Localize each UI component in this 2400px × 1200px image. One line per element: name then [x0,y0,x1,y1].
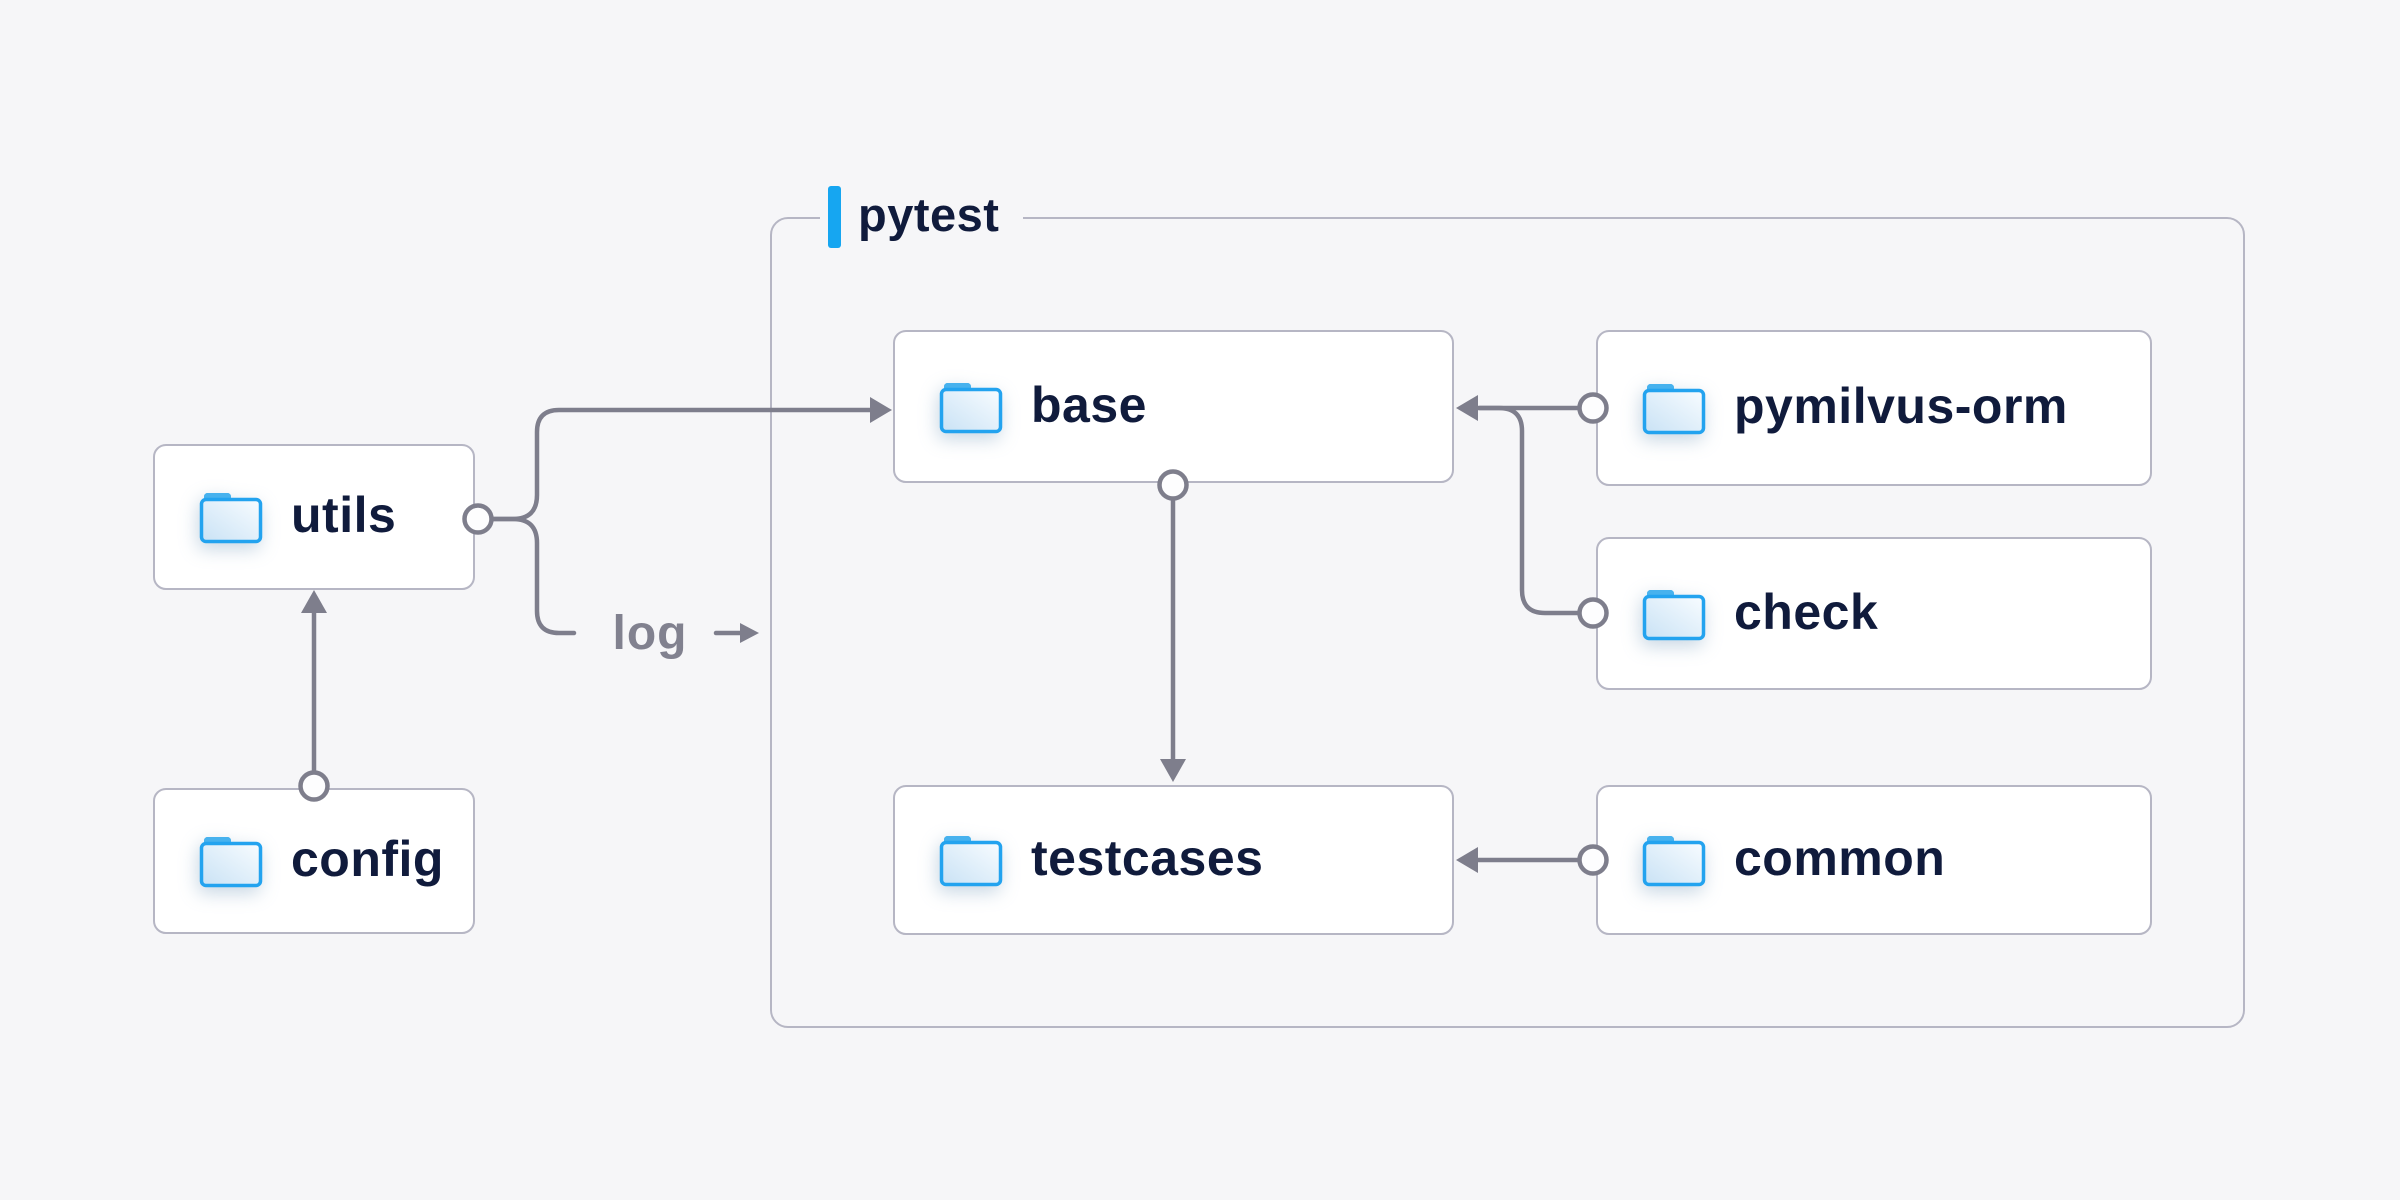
arrowhead-config-utils [301,590,327,613]
node-common: common [1596,785,2152,935]
folder-icon [939,836,1003,887]
node-check-label: check [1734,583,1879,640]
node-pymilvus-orm: pymilvus-orm [1596,330,2152,486]
folder-icon [1642,836,1706,887]
node-common-label: common [1734,830,1946,886]
node-utils-label: utils [291,487,397,543]
folder-icon [1642,589,1706,640]
node-testcases: testcases [893,785,1454,935]
folder-icon [199,837,263,888]
edge-utils-log [489,516,577,636]
node-pymilvus-orm-label: pymilvus-orm [1734,378,2068,434]
node-check: check [1596,537,2152,690]
log-edge-label: log [612,607,688,660]
accent-bar [828,186,841,248]
folder-icon [939,382,1003,433]
pytest-label-text: pytest [858,187,1000,241]
pytest-container [770,217,2245,1028]
node-testcases-label: testcases [1031,830,1264,886]
node-config-label: config [291,831,444,887]
node-base: base [893,330,1454,483]
arrowhead-log [740,623,759,643]
node-base-label: base [1031,376,1147,433]
folder-icon [199,493,263,544]
node-config: config [153,788,475,934]
folder-icon [1642,384,1706,435]
pytest-container-label: pytest [820,184,1024,250]
node-utils: utils [153,444,475,590]
